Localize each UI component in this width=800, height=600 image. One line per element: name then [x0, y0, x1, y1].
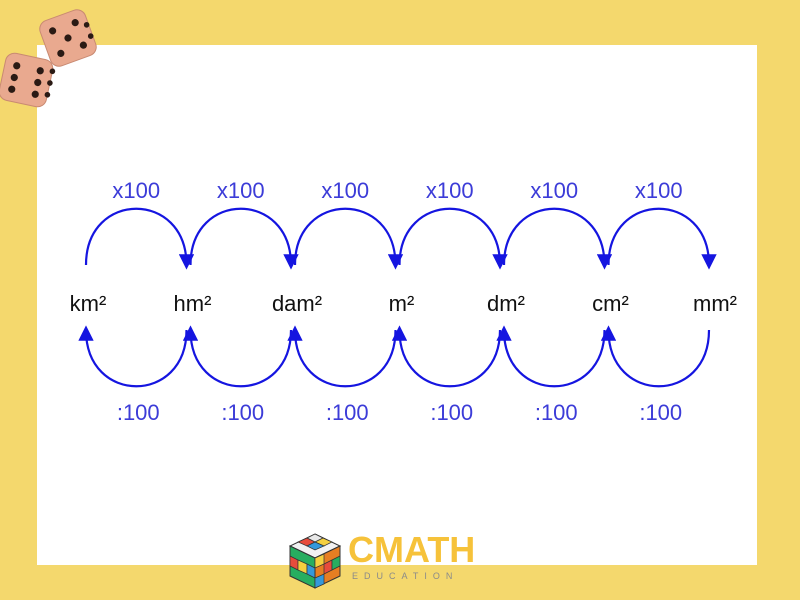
divide-label: :100: [430, 400, 473, 425]
unit-label: m²: [389, 291, 415, 316]
unit-label: mm²: [693, 291, 737, 316]
divide-arrow: [391, 325, 502, 388]
divide-label: :100: [639, 400, 682, 425]
divide-label: :100: [535, 400, 578, 425]
divide-label: :100: [326, 400, 369, 425]
divide-label: :100: [117, 400, 160, 425]
multiply-arrow: [293, 207, 404, 270]
divide-arrow: [287, 325, 397, 388]
unit-label: hm²: [174, 291, 212, 316]
unit-label: cm²: [592, 291, 629, 316]
multiply-label: x100: [217, 178, 265, 203]
unit-label: km²: [70, 291, 107, 316]
multiply-arrow: [189, 207, 299, 270]
content-panel: [37, 45, 757, 565]
cmath-logo: CMATH EDUCATION: [282, 528, 512, 596]
dice-icon: [0, 9, 97, 108]
multiply-label: x100: [321, 178, 369, 203]
multiply-arrow: [84, 207, 195, 270]
multiply-label: x100: [635, 178, 683, 203]
divide-arrow: [78, 325, 188, 388]
rubiks-cube-icon: [288, 533, 342, 589]
divide-label: :100: [221, 400, 264, 425]
multiply-label: x100: [112, 178, 160, 203]
multiply-arrow: [502, 207, 613, 270]
divide-arrow: [600, 325, 711, 388]
multiply-arrow: [398, 207, 508, 270]
logo-title: CMATH: [348, 529, 476, 570]
multiply-label: x100: [530, 178, 578, 203]
multiply-label: x100: [426, 178, 474, 203]
unit-label: dam²: [272, 291, 322, 316]
multiply-arrow: [607, 207, 717, 270]
logo-subtitle: EDUCATION: [352, 571, 459, 581]
divide-arrow: [496, 325, 606, 388]
divide-arrow: [182, 325, 293, 388]
unit-label: dm²: [487, 291, 525, 316]
